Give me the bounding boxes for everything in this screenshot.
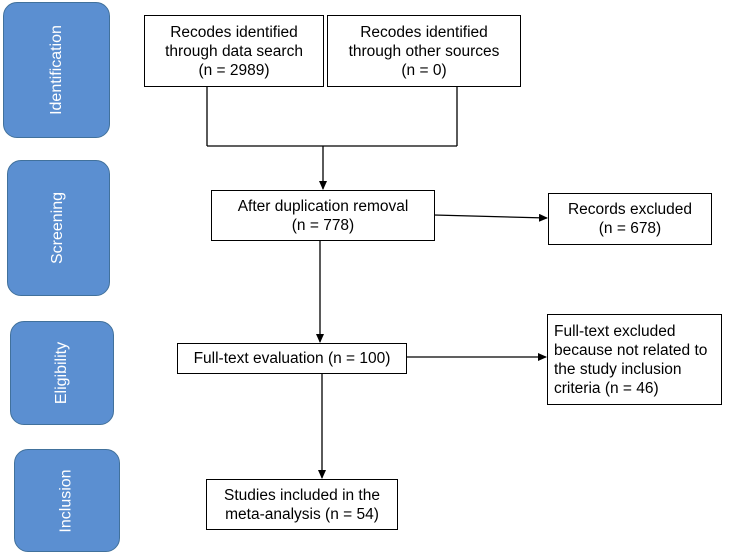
full-text-excluded-line-3: the study inclusion — [554, 360, 682, 378]
other-sources-line-1: Recodes identified — [360, 23, 488, 41]
full-text-evaluation-line-1: Full-text evaluation (n = 100) — [193, 350, 391, 367]
stage-inclusion: Inclusion — [14, 449, 120, 552]
stage-identification: Identification — [3, 2, 110, 138]
stage-screening: Screening — [7, 160, 110, 296]
duplication-removal-line-2: (n = 778) — [291, 216, 355, 234]
data-search-line-2: through data search — [165, 42, 303, 60]
data-search-line-3: (n = 2989) — [198, 61, 270, 79]
studies-included-line-2: meta-analysis (n = 54) — [225, 505, 379, 523]
full-text-excluded-line-1: Full-text excluded — [554, 322, 676, 340]
box-records-excluded: Records excluded (n = 678) — [548, 193, 712, 245]
box-full-text-excluded: Full-text excluded because not related t… — [547, 314, 722, 405]
other-sources-line-2: through other sources — [348, 42, 500, 60]
box-full-text-evaluation: Full-text evaluation (n = 100) — [177, 343, 407, 374]
records-excluded-line-2: (n = 678) — [598, 220, 662, 237]
duplication-removal-line-1: After duplication removal — [237, 197, 409, 215]
arrow-to-records-excluded — [433, 213, 548, 222]
data-search-line-1: Recodes identified — [170, 23, 298, 41]
box-other-sources: Recodes identified through other sources… — [327, 15, 521, 87]
studies-included-line-1: Studies included in the — [224, 486, 380, 504]
box-data-search: Recodes identified through data search (… — [144, 15, 324, 87]
box-studies-included: Studies included in the meta-analysis (n… — [206, 479, 398, 530]
records-excluded-line-1: Records excluded — [567, 201, 693, 218]
other-sources-line-3: (n = 0) — [401, 61, 447, 79]
stage-eligibility: Eligibility — [10, 321, 114, 425]
box-duplication-removal: After duplication removal (n = 778) — [211, 190, 435, 241]
full-text-excluded-line-2: because not related to — [554, 341, 708, 359]
full-text-excluded-line-4: criteria (n = 46) — [554, 379, 659, 397]
